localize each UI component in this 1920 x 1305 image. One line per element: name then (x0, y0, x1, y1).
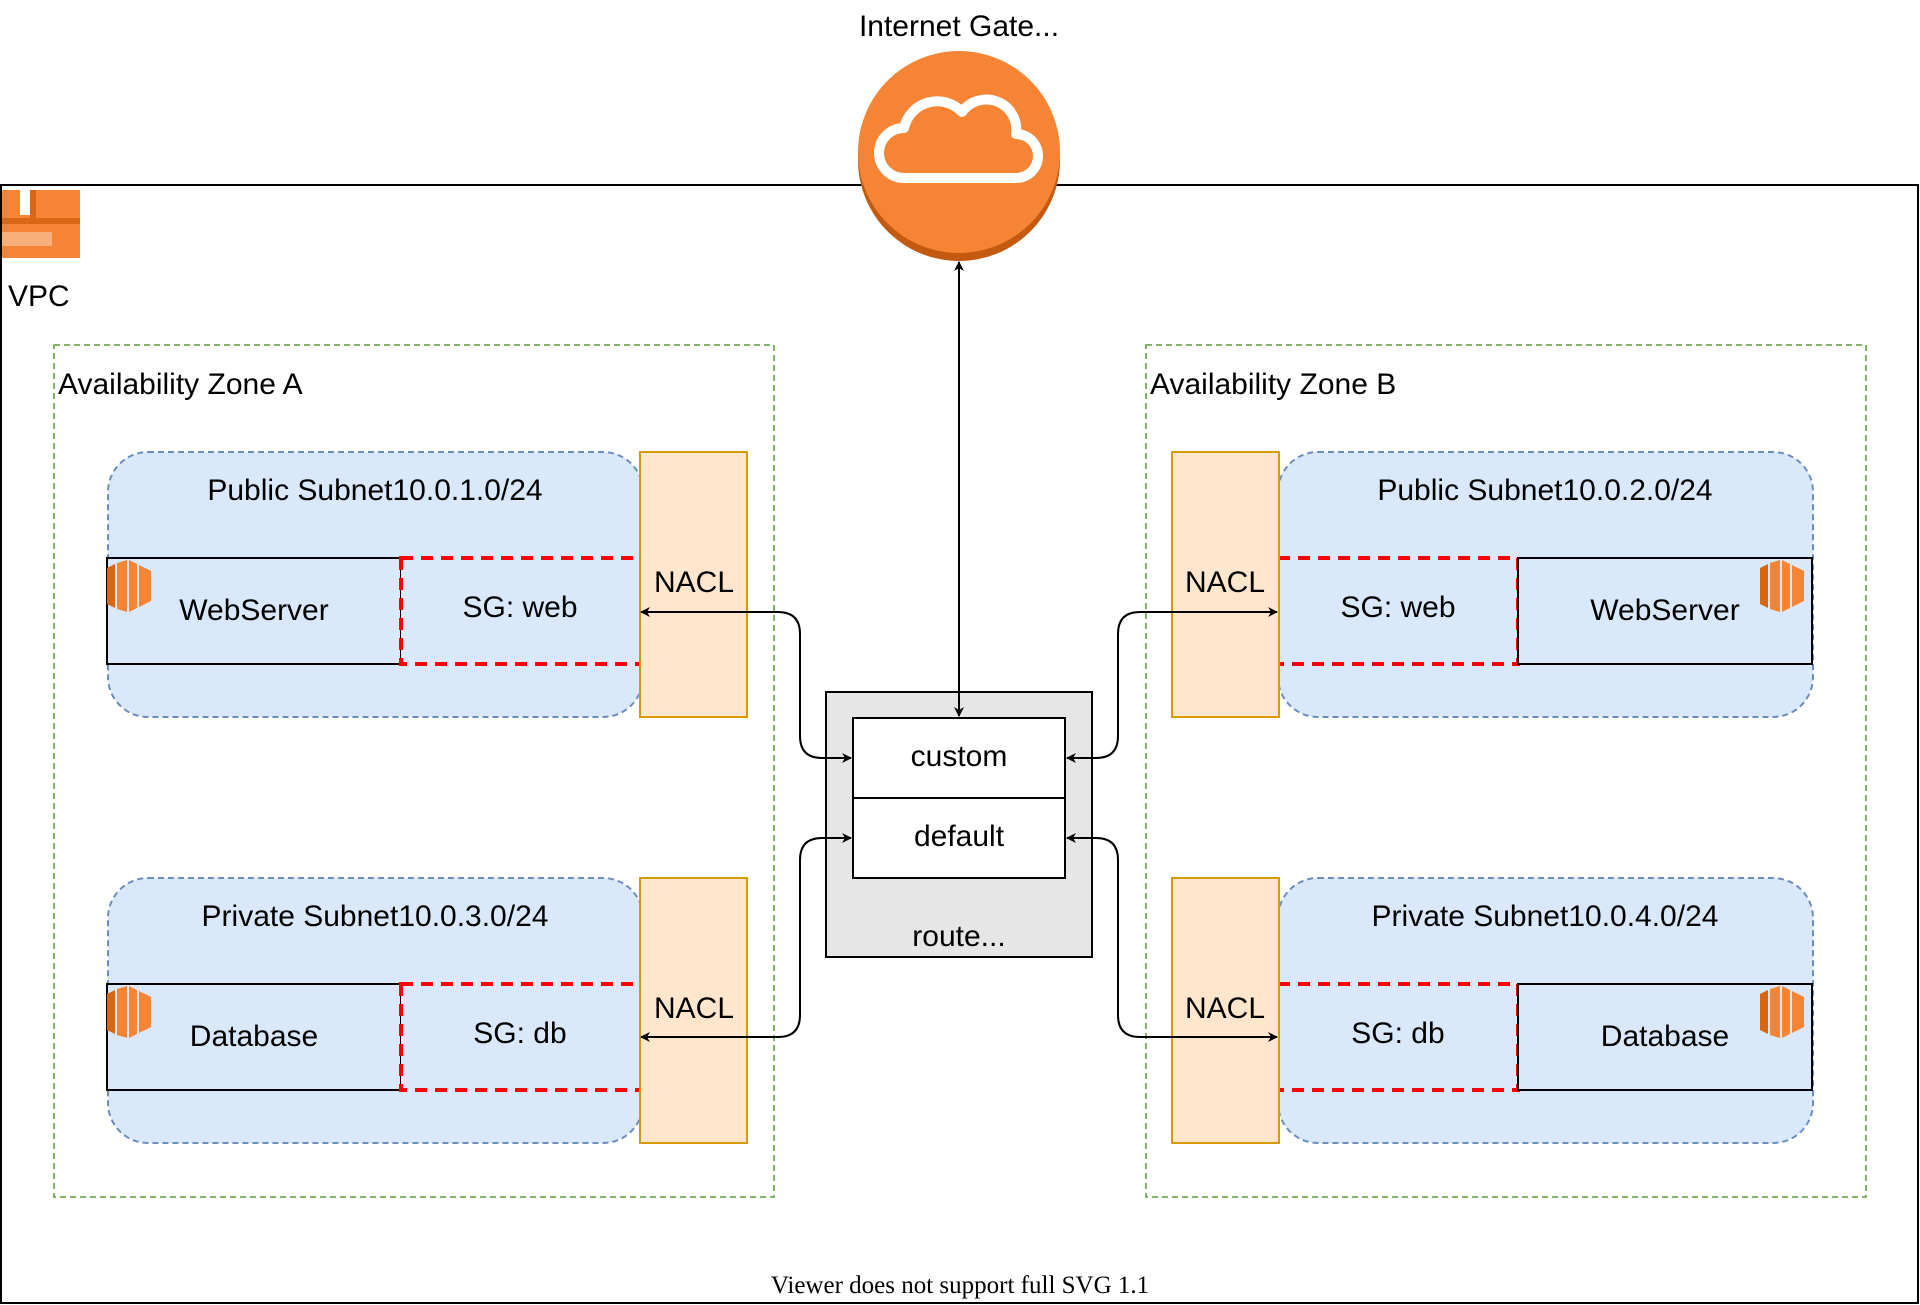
connector-nacl-public-a-route (640, 607, 852, 763)
sg-web-b-label: SG: web (1340, 591, 1455, 624)
vpc-icon (2, 190, 80, 258)
viewer-notice: Viewer does not support full SVG 1.1 (771, 1272, 1149, 1299)
route-default-label: default (914, 820, 1005, 853)
public-subnet-a-label: Public Subnet10.0.1.0/24 (207, 474, 542, 507)
zone-a-label: Availability Zone A (58, 368, 303, 401)
ec2-icon (107, 986, 151, 1038)
route-table-label: route... (912, 920, 1005, 953)
private-subnet-a-label: Private Subnet10.0.3.0/24 (202, 900, 549, 933)
connector-nacl-public-b-route (1066, 607, 1278, 763)
ec2-icon (1760, 560, 1804, 612)
private-subnet-b-label: Private Subnet10.0.4.0/24 (1372, 900, 1719, 933)
sg-db-b-label: SG: db (1351, 1017, 1444, 1050)
webserver-b-label: WebServer (1590, 594, 1740, 627)
database-b-label: Database (1601, 1020, 1729, 1053)
database-a-label: Database (190, 1020, 318, 1053)
sg-web-a-label: SG: web (462, 591, 577, 624)
route-custom-row (852, 717, 1066, 799)
internet-gateway (858, 51, 1060, 261)
webserver-a-label: WebServer (179, 594, 329, 627)
route-default-row (852, 797, 1066, 879)
nacl-public-a-label: NACL (654, 566, 734, 599)
sg-web-b (1276, 556, 1520, 666)
sg-db-a (399, 982, 643, 1092)
ec2-icon (107, 560, 151, 612)
nacl-private-a-label: NACL (654, 992, 734, 1025)
sg-db-b (1276, 982, 1520, 1092)
connector-nacl-private-a-route (640, 833, 852, 1042)
sg-db-a-label: SG: db (473, 1017, 566, 1050)
nacl-private-b-label: NACL (1185, 992, 1265, 1025)
zone-b-label: Availability Zone B (1150, 368, 1396, 401)
availability-zone-a (53, 344, 775, 1198)
connectors (640, 261, 1278, 1042)
ec2-icon (1760, 986, 1804, 1038)
route-custom-label: custom (911, 740, 1008, 773)
sg-web-a (399, 556, 643, 666)
availability-zone-b (1145, 344, 1867, 1198)
nacl-public-b-label: NACL (1185, 566, 1265, 599)
public-subnet-b-label: Public Subnet10.0.2.0/24 (1377, 474, 1712, 507)
vpc-label: VPC (8, 280, 70, 313)
internet-gateway-label: Internet Gate... (859, 10, 1059, 43)
connector-nacl-private-b-route (1066, 833, 1278, 1042)
database-a-instance (106, 983, 402, 1091)
cloud-icon (874, 94, 1043, 183)
